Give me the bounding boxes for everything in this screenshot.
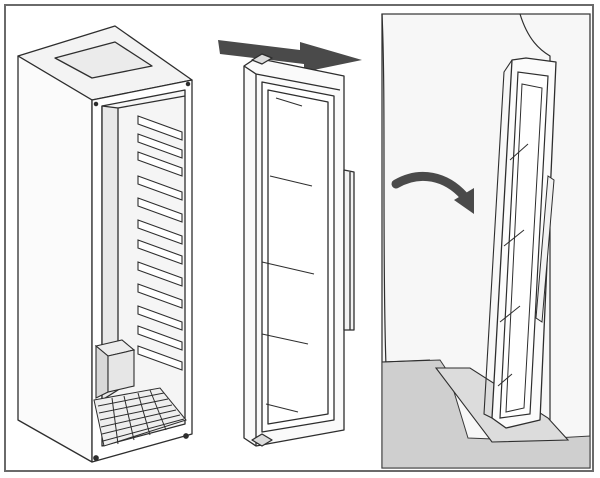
door-illustration (243, 53, 355, 447)
tilt-arrow-icon (391, 171, 474, 214)
door-leaning-scene (381, 13, 591, 469)
cabinet-floor-grid (93, 387, 187, 447)
move-arrow-icon (218, 40, 362, 72)
cabinet-shelves (137, 115, 183, 371)
compressor-box (94, 339, 136, 399)
door-glass-reflections (261, 97, 315, 413)
